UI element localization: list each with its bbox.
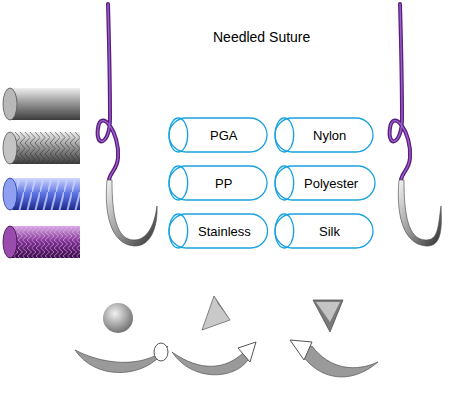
material-cylinder: Polyester — [274, 165, 376, 201]
material-label: PGA — [210, 128, 237, 143]
material-label: Stainless — [198, 224, 251, 239]
material-label: PP — [215, 176, 232, 191]
material-label: Polyester — [304, 176, 358, 191]
material-cylinder: PGA — [168, 117, 268, 153]
twisted-strand — [3, 178, 80, 210]
material-cylinder: Nylon — [274, 117, 374, 153]
cutting-needle — [172, 296, 256, 375]
material-cylinder: PP — [168, 165, 268, 201]
material-cylinder: Silk — [274, 213, 374, 249]
diagram-title: Needled Suture — [213, 29, 310, 45]
needled-suture — [390, 4, 442, 246]
monofilament-strand — [3, 88, 80, 120]
needled-suture — [98, 4, 157, 246]
coated-braided-strand — [3, 226, 80, 258]
taper-point-needle — [75, 303, 168, 373]
material-cylinder: Stainless — [168, 213, 269, 249]
reverse-cutting-needle — [290, 300, 378, 377]
braided-strand — [3, 132, 80, 164]
material-label: Silk — [319, 224, 340, 239]
material-label: Nylon — [313, 128, 346, 143]
